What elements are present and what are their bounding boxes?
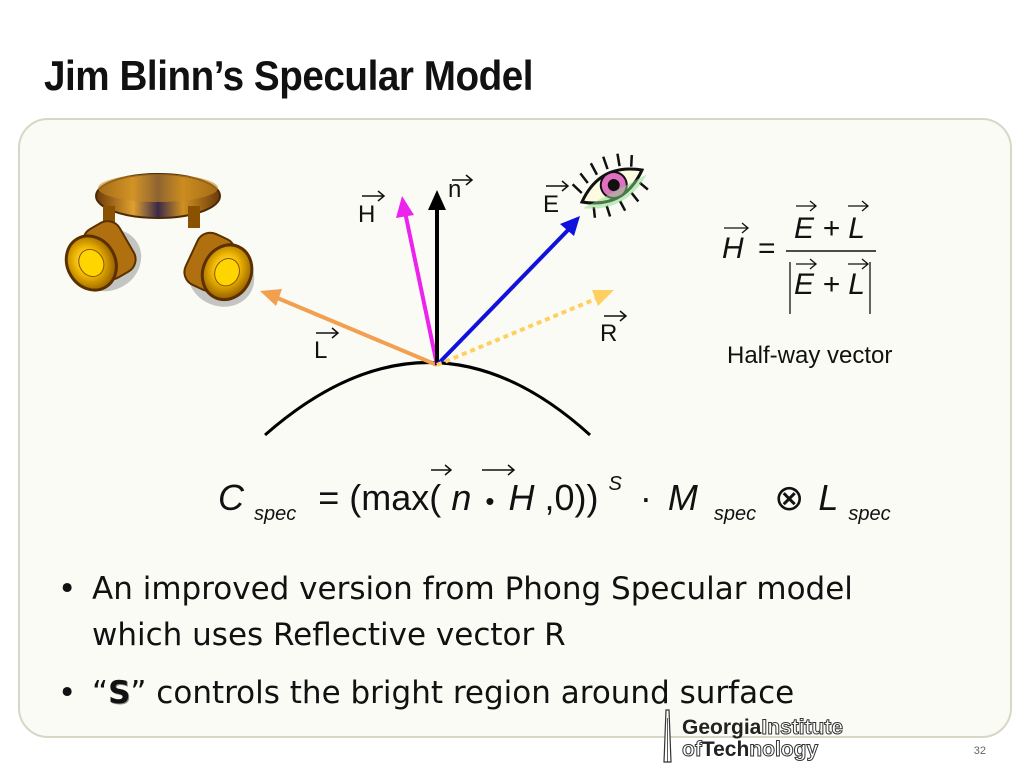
tower-icon (663, 709, 672, 763)
label-E: E (543, 191, 559, 218)
halfway-formula: H = E + L E + L (722, 200, 876, 314)
formula-dot: • (485, 486, 494, 516)
bullet-item-2: • “S” controls the bright region around … (58, 670, 938, 716)
spotlight-lamp-icon (64, 173, 255, 307)
bullet-text-2-open: “ (92, 675, 109, 711)
halfway-denominator: E + L (794, 268, 865, 301)
logo-georgia: Georgia (682, 716, 762, 739)
bullet-item-1: • An improved version from Phong Specula… (58, 566, 938, 658)
halfway-caption: Half-way vector (727, 342, 893, 369)
formula-H: H (508, 477, 535, 518)
specular-formula: C spec = (max( n • H ,0)) S · M spec ⊗ L… (218, 457, 891, 528)
eye-icon (571, 153, 649, 218)
formula-spec-sub1: spec (254, 503, 296, 525)
formula-M: M (668, 477, 698, 518)
logo-institute: Institute (761, 716, 844, 740)
page-number: 32 (973, 745, 986, 757)
surface-arc (264, 361, 592, 437)
logo-tech: Tech (701, 738, 750, 761)
vector-L (260, 289, 438, 367)
formula-C: C (218, 477, 245, 518)
halfway-eq: = (758, 232, 776, 265)
formula-spec-sub2: spec (714, 503, 756, 525)
vector-n (428, 190, 446, 365)
label-L: L (314, 337, 327, 364)
formula-otimes: ⊗ (774, 477, 804, 518)
bullet-list: • An improved version from Phong Specula… (58, 566, 938, 716)
formula-rest: ,0)) (545, 477, 599, 518)
logo-nology: nology (749, 738, 819, 762)
label-R: R (600, 320, 617, 347)
formula-spec-sub3: spec (848, 503, 890, 525)
formula-cdot: · (640, 477, 652, 518)
bullet-dot: • (58, 571, 77, 607)
formula-n: n (451, 477, 471, 518)
formula-L: L (818, 477, 838, 518)
slide-title: Jim Blinn’s Specular Model (44, 52, 534, 99)
vector-R (436, 290, 614, 367)
halfway-lhs: H (722, 232, 744, 265)
georgia-tech-logo: GeorgiaInstitute ofTechnology (652, 708, 882, 764)
formula-eq: = (max( (318, 477, 441, 518)
svg-text:C spec = (max(: C spec = (max( n • H ,0)) S · M spec ⊗ L… (218, 457, 891, 528)
vector-H (396, 196, 439, 366)
bullet-text-2-rest: ” controls the bright region around surf… (130, 675, 795, 711)
bullet-dot: • (58, 675, 77, 711)
vector-E (435, 216, 580, 367)
label-n: n (448, 176, 461, 203)
logo-of: of (682, 738, 703, 762)
halfway-numerator: E + L (794, 212, 865, 245)
content-panel (18, 118, 1012, 738)
label-H: H (358, 201, 375, 228)
formula-S: S (609, 473, 623, 495)
bullet-text-2-S: S (108, 675, 131, 711)
bullet-text-1: An improved version from Phong Specular … (92, 571, 853, 653)
